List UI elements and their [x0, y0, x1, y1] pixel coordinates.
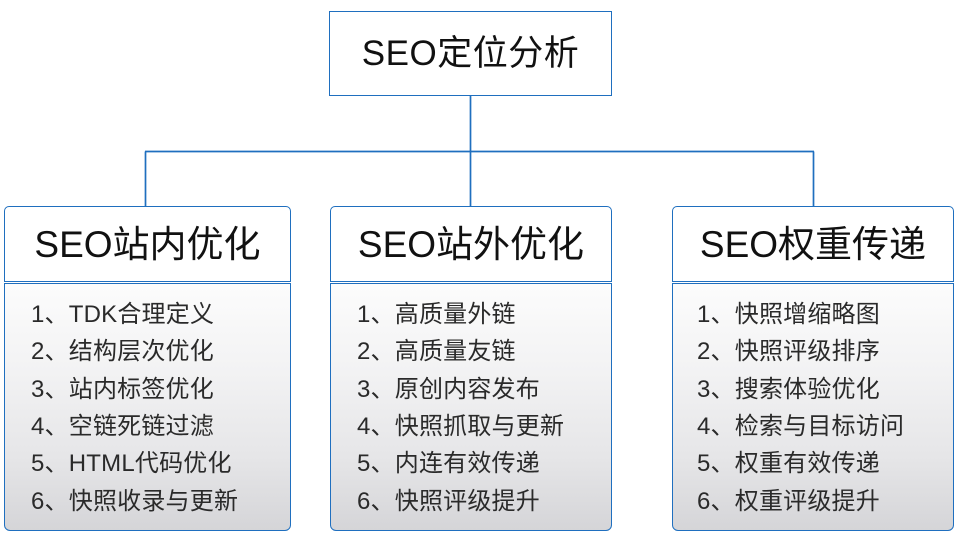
list-item: 1、快照增缩略图 [697, 300, 880, 328]
branch-body-2: 1、高质量外链 2、高质量友链 3、原创内容发布 4、快照抓取与更新 5、内连有… [330, 283, 612, 531]
root-node-label: SEO定位分析 [361, 34, 580, 73]
list-item: 6、快照收录与更新 [31, 487, 239, 515]
branch-item-list-1: 1、TDK合理定义 2、结构层次优化 3、站内标签优化 4、空链死链过滤 5、H… [5, 296, 290, 520]
branch-column-3: SEO权重传递 1、快照增缩略图 2、快照评级排序 3、搜索体验优化 4、检索与… [672, 206, 954, 531]
branch-column-2: SEO站外优化 1、高质量外链 2、高质量友链 3、原创内容发布 4、快照抓取与… [330, 206, 612, 531]
list-item: 6、快照评级提升 [357, 487, 540, 515]
list-item: 1、高质量外链 [357, 300, 516, 328]
list-item: 2、结构层次优化 [31, 338, 214, 366]
branch-body-3: 1、快照增缩略图 2、快照评级排序 3、搜索体验优化 4、检索与目标访问 5、权… [672, 283, 954, 531]
list-item: 1、TDK合理定义 [31, 300, 215, 328]
list-item: 5、HTML代码优化 [31, 450, 232, 478]
list-item: 3、原创内容发布 [357, 375, 540, 403]
list-item: 4、快照抓取与更新 [357, 412, 565, 440]
branch-header-2[interactable]: SEO站外优化 [330, 206, 612, 282]
branch-column-1: SEO站内优化 1、TDK合理定义 2、结构层次优化 3、站内标签优化 4、空链… [4, 206, 291, 531]
list-item: 4、空链死链过滤 [31, 412, 214, 440]
branch-title-2: SEO站外优化 [357, 223, 585, 265]
list-item: 6、权重评级提升 [697, 487, 880, 515]
branch-header-3[interactable]: SEO权重传递 [672, 206, 954, 282]
list-item: 4、检索与目标访问 [697, 412, 905, 440]
branch-title-3: SEO权重传递 [699, 223, 927, 265]
list-item: 2、快照评级排序 [697, 338, 880, 366]
list-item: 5、权重有效传递 [697, 450, 880, 478]
list-item: 2、高质量友链 [357, 338, 516, 366]
branch-header-1[interactable]: SEO站内优化 [4, 206, 291, 282]
branch-body-1: 1、TDK合理定义 2、结构层次优化 3、站内标签优化 4、空链死链过滤 5、H… [4, 283, 291, 531]
list-item: 3、搜索体验优化 [697, 375, 880, 403]
branch-item-list-3: 1、快照增缩略图 2、快照评级排序 3、搜索体验优化 4、检索与目标访问 5、权… [673, 296, 953, 520]
list-item: 3、站内标签优化 [31, 375, 214, 403]
root-node[interactable]: SEO定位分析 [329, 11, 612, 96]
branch-title-1: SEO站内优化 [34, 223, 261, 265]
branch-item-list-2: 1、高质量外链 2、高质量友链 3、原创内容发布 4、快照抓取与更新 5、内连有… [331, 296, 611, 520]
list-item: 5、内连有效传递 [357, 450, 540, 478]
